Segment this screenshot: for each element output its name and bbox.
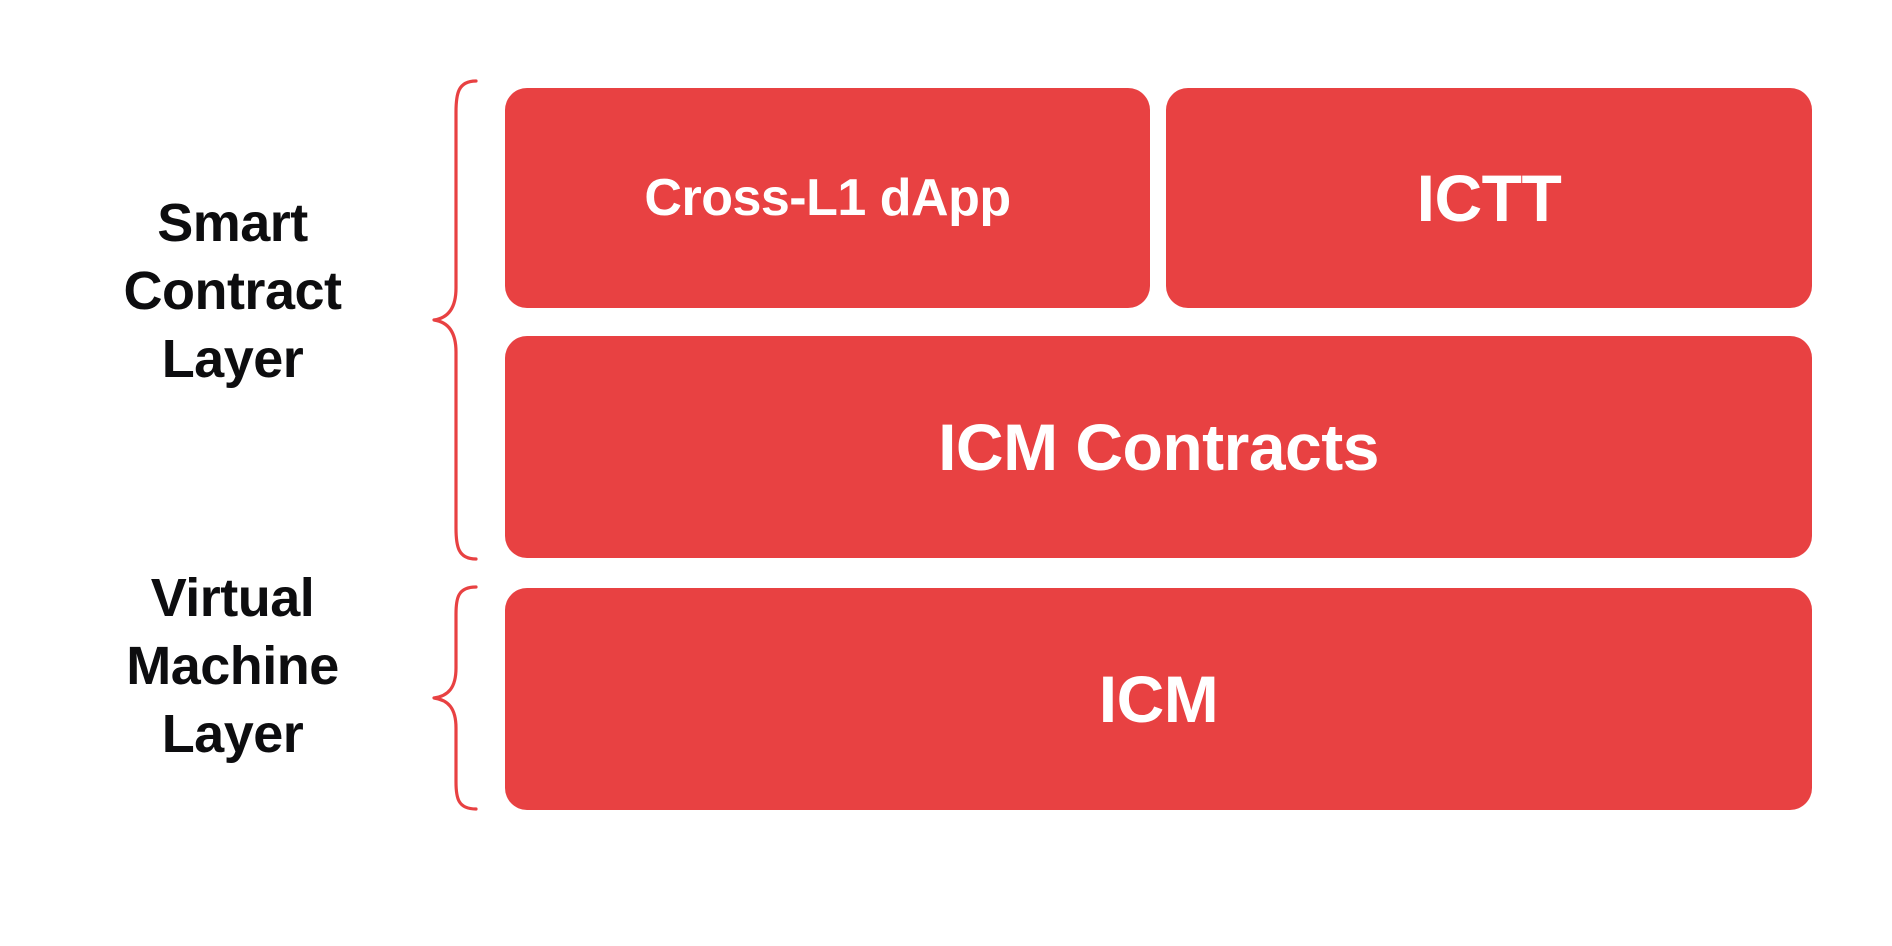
box-ictt[interactable]: ICTT: [1166, 88, 1812, 308]
box-ictt-label: ICTT: [1416, 161, 1562, 235]
box-cross-l1-dapp[interactable]: Cross-L1 dApp: [505, 88, 1150, 308]
box-icm[interactable]: ICM: [505, 588, 1812, 810]
left-curly-brace-icon-virtual-machine: [432, 584, 478, 812]
box-icm-contracts[interactable]: ICM Contracts: [505, 336, 1812, 558]
left-curly-brace-icon-smart-contract: [432, 78, 478, 562]
box-icm-label: ICM: [1098, 662, 1219, 736]
box-icm-contracts-label: ICM Contracts: [938, 410, 1379, 484]
layer-label-virtual-machine: Virtual Machine Layer: [126, 568, 339, 764]
layer-label-smart-contract: Smart Contract Layer: [123, 193, 342, 389]
box-cross-l1-dapp-label: Cross-L1 dApp: [644, 169, 1011, 227]
